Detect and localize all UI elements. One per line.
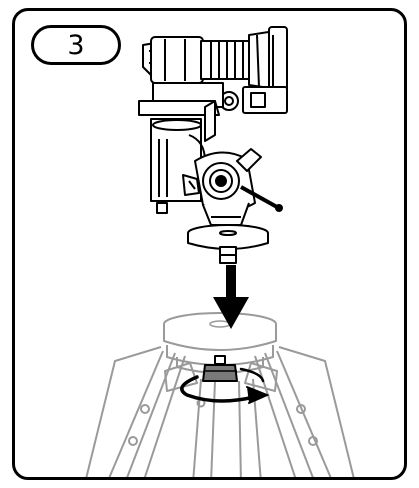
camera-assembly [139,27,287,263]
step-number-badge: 3 [31,25,121,65]
step-number: 3 [67,32,84,59]
assembly-illustration [15,11,407,480]
tripod [85,313,355,480]
mounting-knob [203,356,237,381]
instruction-panel: 3 [12,8,407,480]
